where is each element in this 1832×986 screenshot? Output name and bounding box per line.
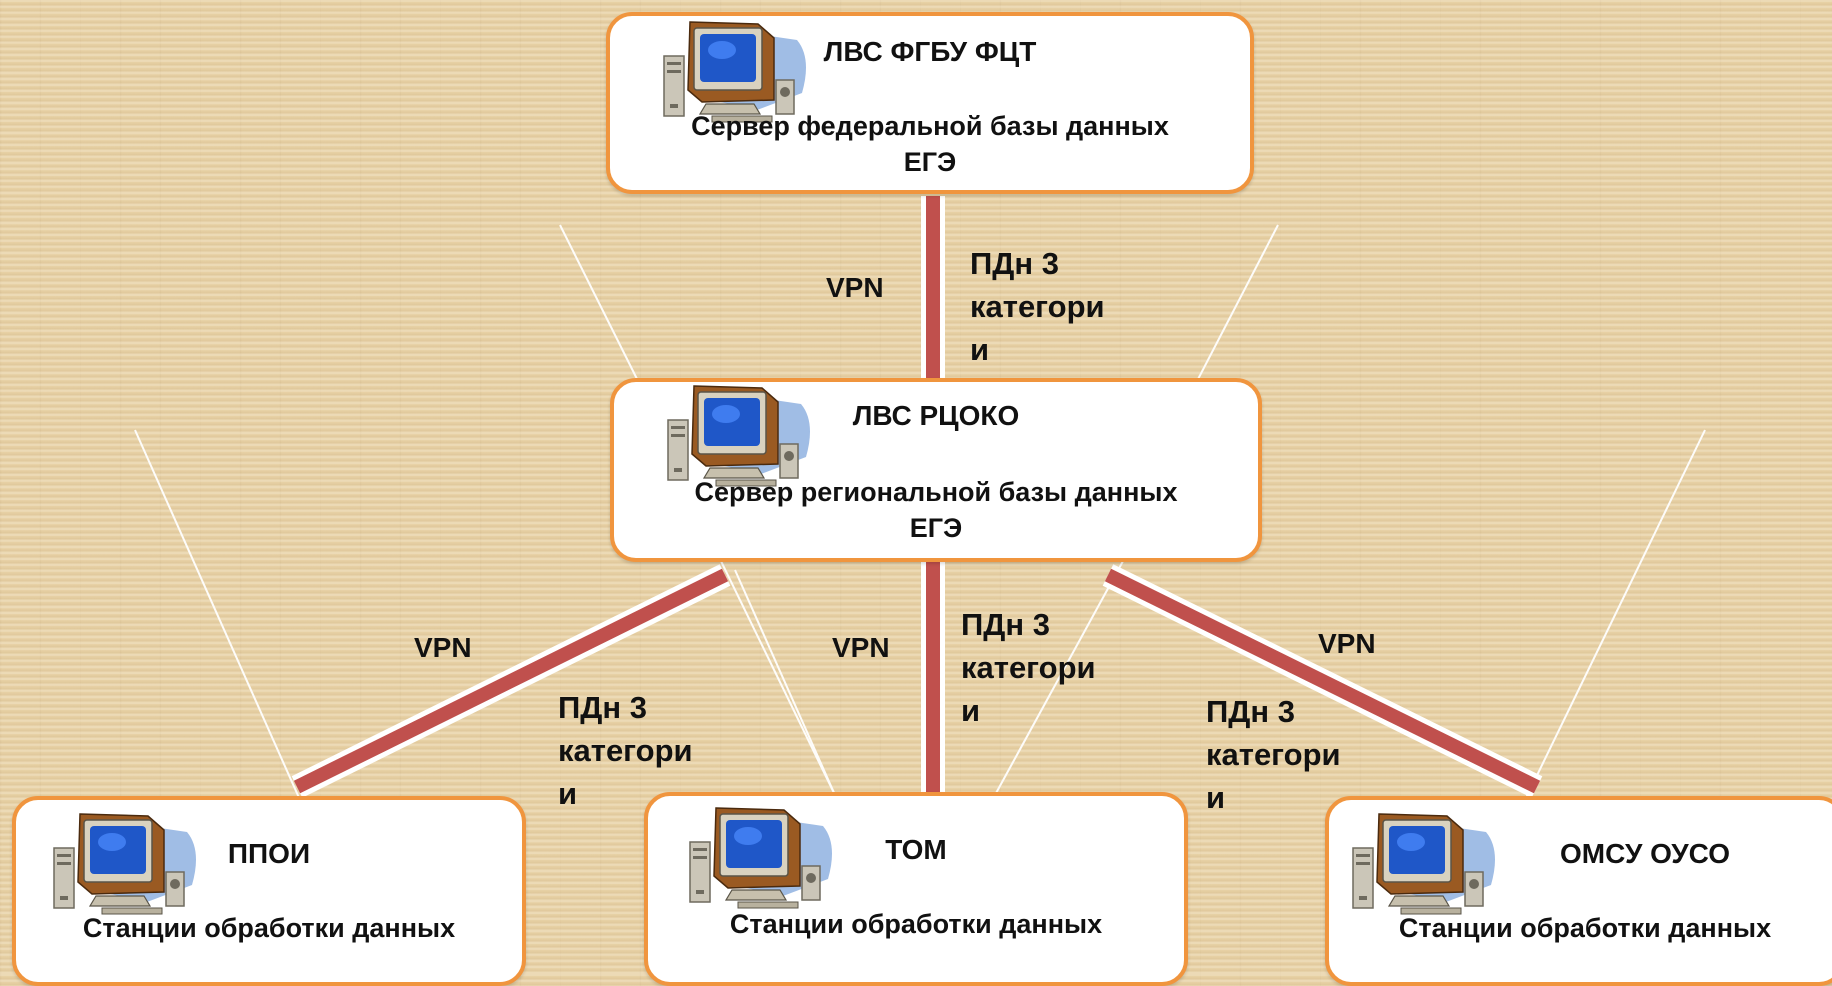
node-tom: ТОМ Станции обработки данных bbox=[644, 792, 1188, 986]
link-protocol-label: VPN bbox=[826, 272, 884, 303]
node-title: ЛВС ФГБУ ФЦТ bbox=[823, 36, 1037, 67]
node-ppoi: ППОИ Станции обработки данных bbox=[12, 796, 526, 986]
pdn-line: ПДн 3 bbox=[558, 690, 647, 725]
node-omsu: ОМСУ ОУСО Станции обработки данных bbox=[1325, 796, 1832, 986]
link-protocol-label: VPN bbox=[1318, 628, 1376, 659]
node-subtitle: Станции обработки данных bbox=[1398, 913, 1772, 943]
node-subtitle: ЕГЭ bbox=[903, 147, 957, 177]
node-subtitle: Станции обработки данных bbox=[729, 909, 1103, 939]
node-subtitle: ЕГЭ bbox=[909, 513, 963, 543]
pdn-line: категори bbox=[558, 733, 693, 768]
node-title: ОМСУ ОУСО bbox=[1560, 838, 1730, 869]
pdn-line: и bbox=[970, 332, 990, 367]
ray bbox=[734, 569, 836, 796]
link-pdn-label: ПДн 3 категори и bbox=[961, 603, 1136, 732]
node-subtitle: Станции обработки данных bbox=[82, 913, 456, 943]
node-federal-server: ЛВС ФГБУ ФЦТ Сервер федеральной базы дан… bbox=[606, 12, 1254, 194]
ray bbox=[134, 429, 301, 801]
ray bbox=[1194, 224, 1279, 386]
pdn-line: категори bbox=[1206, 737, 1341, 772]
pdn-line: ПДн 3 bbox=[970, 246, 1059, 281]
pdn-line: ПДн 3 bbox=[1206, 694, 1295, 729]
node-title: ППОИ bbox=[227, 838, 311, 869]
node-subtitle: Сервер региональной базы данных bbox=[694, 477, 1178, 507]
pdn-line: категори bbox=[961, 650, 1096, 685]
link-pdn-label: ПДн 3 категори и bbox=[1206, 690, 1381, 819]
link-pdn-label: ПДн 3 категори и bbox=[558, 686, 733, 815]
pdn-line: и bbox=[558, 776, 578, 811]
pdn-line: категори bbox=[970, 289, 1105, 324]
node-subtitle: Сервер федеральной базы данных bbox=[691, 111, 1169, 141]
pdn-line: и bbox=[1206, 780, 1226, 815]
node-regional-server: ЛВС РЦОКО Сервер региональной базы данны… bbox=[610, 378, 1262, 562]
link-pdn-label: ПДн 3 категори и bbox=[970, 242, 1145, 371]
ray bbox=[559, 224, 641, 386]
link-protocol-label: VPN bbox=[414, 632, 472, 663]
node-title: ТОМ bbox=[885, 834, 947, 865]
link-regional-ppoi bbox=[293, 568, 729, 794]
pdn-line: и bbox=[961, 693, 981, 728]
link-protocol-label: VPN bbox=[832, 632, 890, 663]
node-title: ЛВС РЦОКО bbox=[852, 400, 1020, 431]
link-regional-omsu bbox=[1104, 568, 1541, 794]
pdn-line: ПДн 3 bbox=[961, 607, 1050, 642]
ray bbox=[1524, 429, 1706, 801]
